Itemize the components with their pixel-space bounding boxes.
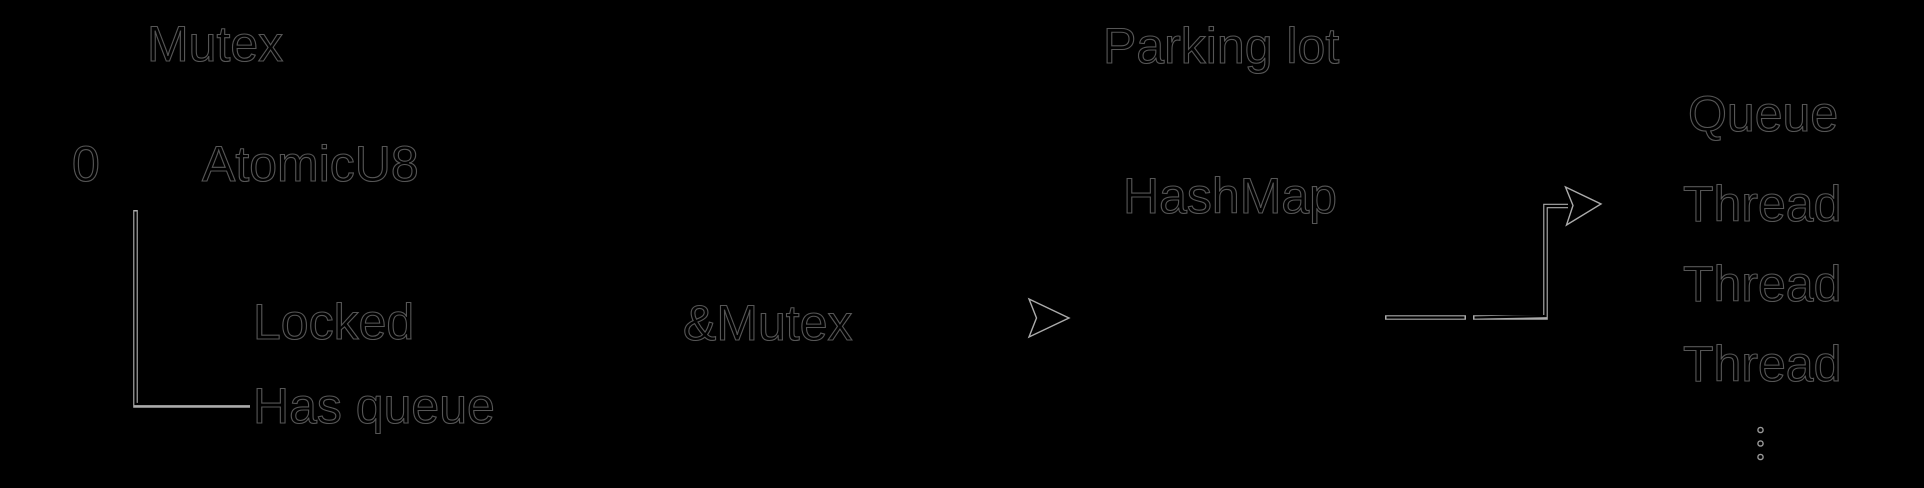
atomicu8-label: AtomicU8 [201,136,419,192]
mutex-reference-label: &Mutex [682,295,853,351]
hashmap-to-queue-arrow [1385,185,1603,320]
thread-item: Thread [1682,256,1842,312]
thread-item: Thread [1682,176,1842,232]
flow-arrowhead-icon [1027,297,1071,339]
bit-bracket-line [133,210,250,408]
mutex-title: Mutex [146,16,284,72]
mutex-state-value: 0 [71,136,100,192]
thread-item: Thread [1682,336,1842,392]
queue-title: Queue [1687,86,1839,142]
bit-label-locked: Locked [252,294,415,350]
queue-arrowhead-icon [1564,185,1603,227]
hashmap-label: HashMap [1122,168,1337,224]
bit-label-has-queue: Has queue [252,378,495,434]
parking-lot-title: Parking lot [1102,18,1340,74]
vertical-ellipsis-icon [1757,426,1764,461]
